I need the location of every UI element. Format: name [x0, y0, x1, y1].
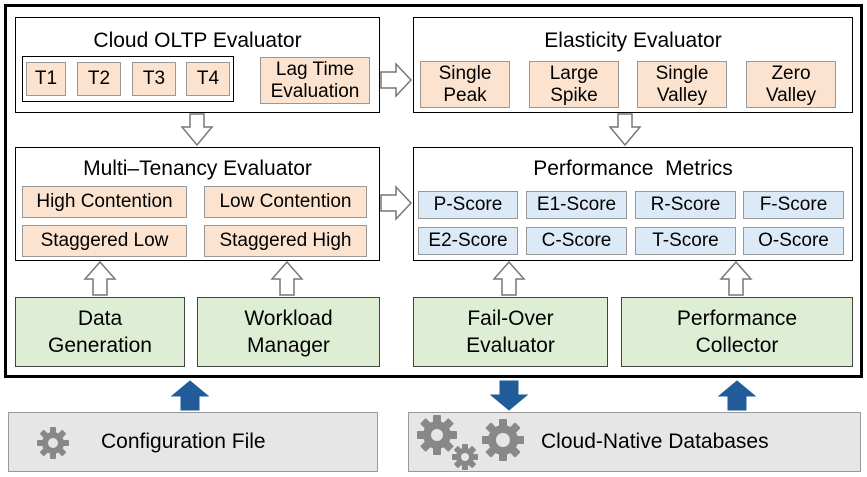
score-o: O-Score [743, 227, 844, 255]
high-contention: High Contention [22, 186, 187, 218]
configuration-file-label: Configuration File [101, 430, 266, 453]
transaction-t3: T3 [132, 62, 176, 96]
transaction-t4: T4 [186, 62, 230, 96]
blue-arrow-icon [717, 380, 757, 411]
pattern-single-valley: Single Valley [637, 61, 727, 108]
fail-over-evaluator-module: Fail-Over Evaluator [413, 297, 608, 367]
transaction-t1: T1 [26, 62, 66, 96]
multi-tenancy-title: Multi–Tenancy Evaluator [83, 157, 312, 180]
score-p: P-Score [418, 191, 518, 219]
score-r: R-Score [635, 191, 736, 219]
data-generation-module: Data Generation [15, 297, 185, 367]
score-e2: E2-Score [418, 227, 518, 255]
gears-icon [417, 415, 524, 470]
cloud-native-databases-label: Cloud-Native Databases [541, 430, 769, 453]
pattern-single-peak: Single Peak [420, 61, 510, 108]
pattern-zero-valley: Zero Valley [746, 61, 836, 108]
score-e1: E1-Score [526, 191, 627, 219]
gear-icon [37, 427, 69, 459]
score-t: T-Score [635, 227, 736, 255]
score-f: F-Score [743, 191, 844, 219]
blue-arrow-icon [489, 380, 529, 411]
cloud-oltp-title: Cloud OLTP Evaluator [93, 29, 302, 52]
staggered-high: Staggered High [204, 225, 367, 257]
elasticity-title: Elasticity Evaluator [544, 29, 722, 52]
transaction-group [22, 56, 234, 102]
workload-manager-module: Workload Manager [197, 297, 380, 367]
pattern-large-spike: Large Spike [529, 61, 619, 108]
low-contention: Low Contention [204, 186, 367, 218]
performance-metrics-title: Performance Metrics [533, 157, 733, 180]
transaction-t2: T2 [77, 62, 121, 96]
configuration-file-bar: Configuration File [8, 412, 378, 472]
system-frame [4, 4, 863, 378]
blue-arrow-icon [170, 380, 210, 411]
performance-collector-module: Performance Collector [621, 297, 853, 367]
staggered-low: Staggered Low [22, 225, 187, 257]
lag-time-evaluation: Lag Time Evaluation [260, 57, 370, 104]
score-c: C-Score [526, 227, 627, 255]
cloud-native-databases-bar: Cloud-Native Databases [408, 412, 861, 472]
